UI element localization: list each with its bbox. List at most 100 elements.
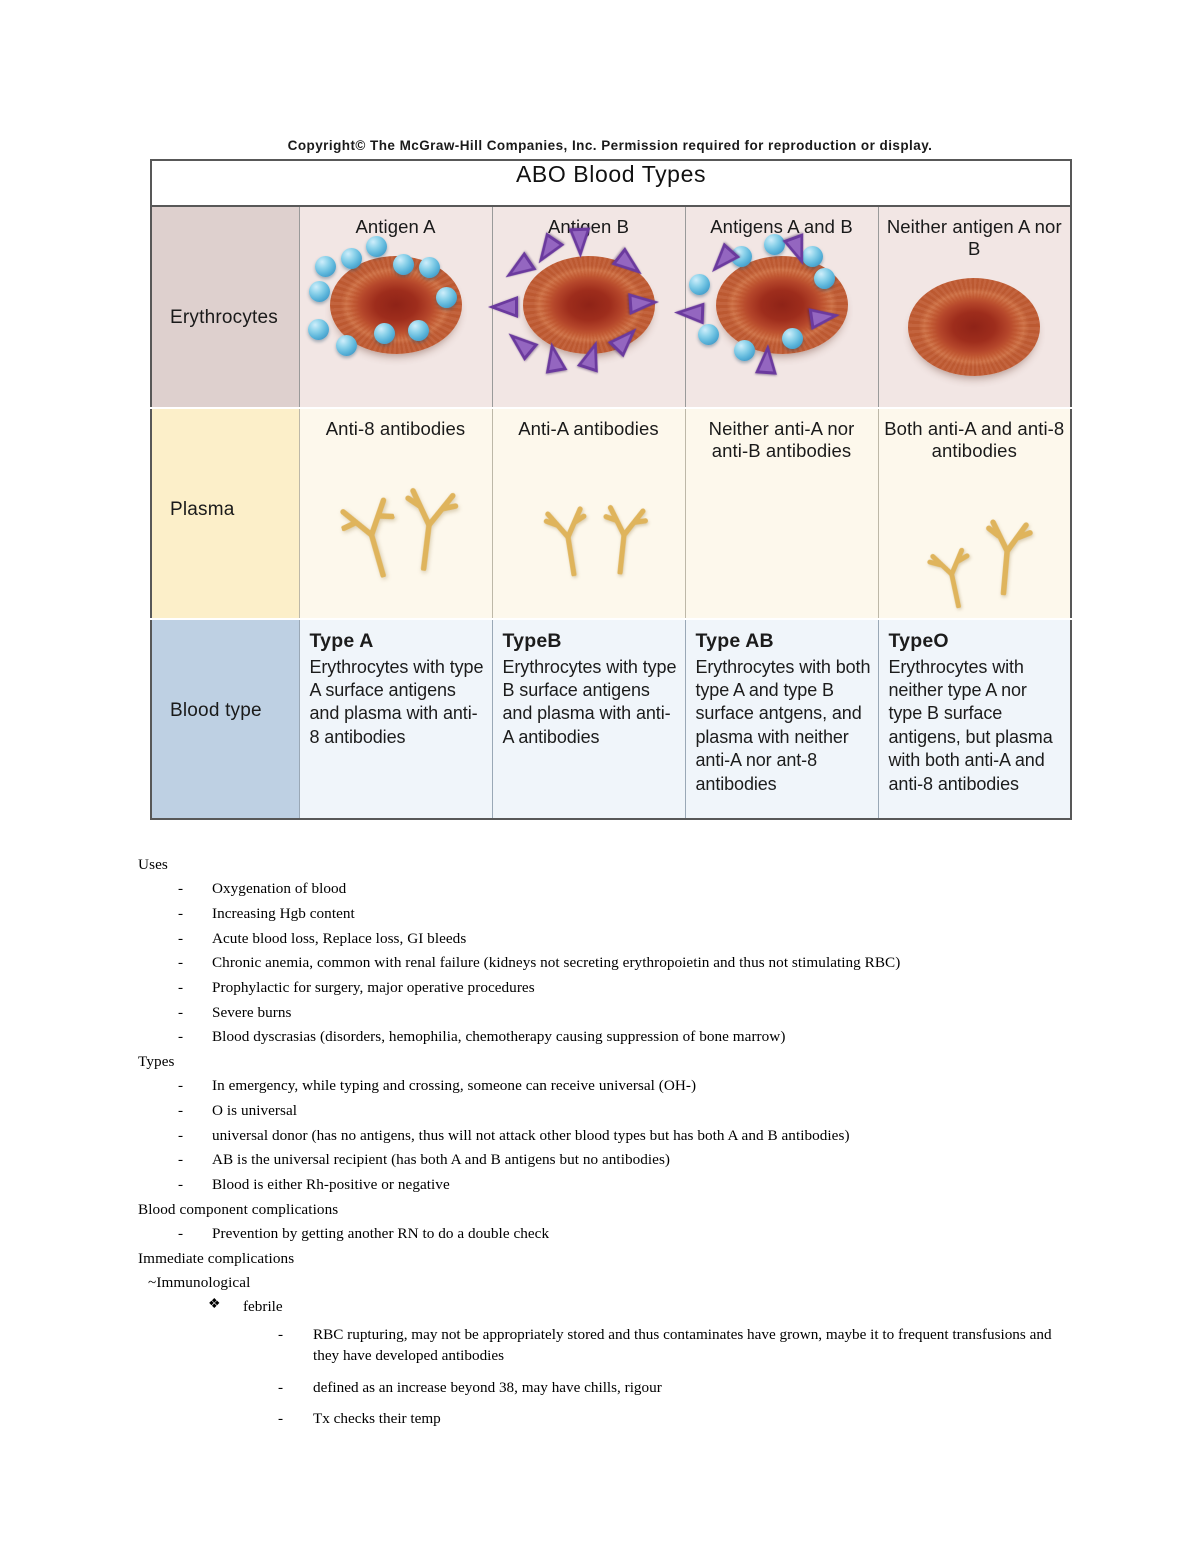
list-item-text: febrile	[243, 1298, 283, 1316]
antigen-b-cone-icon	[487, 295, 518, 318]
dash-bullet-icon: -	[178, 1003, 184, 1021]
antibody-illustration-type-o	[879, 468, 1071, 618]
plasma-row: Plasma Anti-8 antibodies	[151, 408, 1072, 620]
list-item-text: universal donor (has no antigens, thus w…	[212, 1126, 850, 1144]
row-label-plasma: Plasma	[170, 499, 235, 520]
table-title-row: ABO Blood Types	[151, 160, 1072, 207]
antigen-b-cone-icon	[627, 290, 660, 315]
dash-bullet-icon: -	[278, 1409, 284, 1427]
list-item: ❖ febrile	[138, 1298, 1078, 1316]
blood-type-description-b: Erythrocytes with type B surface antigen…	[502, 656, 677, 747]
blood-component-complications-list: -Prevention by getting another RN to do …	[138, 1226, 1078, 1241]
list-item-text: Tx checks their temp	[313, 1409, 441, 1427]
blood-type-title-b: TypeB	[502, 629, 562, 652]
antigen-b-cone-icon	[540, 340, 567, 374]
list-item-text: Blood is either Rh-positive or negative	[212, 1176, 450, 1194]
plasma-header-anti-b: Anti-8 antibodies	[325, 418, 466, 439]
antibody-illustration-type-a	[300, 446, 492, 596]
abo-blood-types-figure: Copyright© The McGraw-Hill Companies, In…	[150, 138, 1073, 820]
febrile-detail-list: - RBC rupturing, may not be appropriately…	[138, 1324, 1078, 1429]
notes-heading-types: Types	[138, 1053, 175, 1071]
erythrocyte-cell-type-b: Antigen B	[487, 206, 685, 409]
antigen-a-sphere-icon	[392, 253, 414, 281]
list-item: -Acute blood loss, Replace loss, GI blee…	[138, 929, 1078, 947]
antigen-b-cone-icon	[754, 343, 779, 375]
study-notes: Uses -Oxygenation of blood -Increasing H…	[138, 857, 1078, 1439]
erythrocyte-cell-type-ab: Antigens A and B	[673, 206, 878, 409]
list-item-text: Blood dyscrasias (disorders, hemophilia,…	[212, 1028, 786, 1046]
dash-bullet-icon: -	[178, 1126, 184, 1144]
antibody-y-icon	[538, 494, 596, 579]
rbc-illustration-type-b	[487, 227, 685, 374]
list-item: - Blood dyscrasias (disorders, hemophilia…	[138, 1029, 1078, 1044]
notes-heading-immediate-complications: Immediate complications	[138, 1249, 295, 1267]
list-item: - Prophylactic for surgery, major operati…	[138, 980, 1078, 995]
list-item-text: Acute blood loss, Replace loss, GI bleed…	[212, 929, 467, 947]
immunological-list: ❖ febrile	[138, 1298, 1078, 1316]
plasma-header-anti-a: Anti-A antibodies	[518, 418, 659, 439]
antigen-b-cone-icon	[808, 303, 841, 330]
list-item: -In emergency, while typing and crossing…	[138, 1078, 1078, 1093]
list-item-text: Chronic anemia, common with renal failur…	[212, 954, 901, 972]
row-label-blood-type-cell: Blood type	[151, 618, 299, 819]
plasma-header-neither: Neither anti-A nor anti-B antibodies	[708, 418, 855, 461]
antigen-a-sphere-icon	[781, 327, 803, 355]
erythrocyte-cell-type-a: Antigen A	[298, 206, 492, 409]
list-item-text: O is universal	[212, 1102, 298, 1120]
antigen-a-sphere-icon	[688, 273, 710, 301]
antigen-a-sphere-icon	[335, 334, 357, 362]
column-header-neither-antigen: Neither antigen A nor B	[886, 216, 1062, 259]
plasma-cell-type-a: Anti-8 antibodies	[298, 408, 492, 620]
antigen-a-sphere-icon	[813, 267, 835, 295]
antigen-a-sphere-icon	[733, 339, 755, 367]
blood-type-title-o: TypeO	[888, 629, 949, 652]
notes-heading-blood-component-complications: Blood component complications	[138, 1200, 339, 1218]
antibody-y-icon	[979, 508, 1036, 597]
dash-bullet-icon: -	[178, 1028, 184, 1046]
antigen-a-sphere-icon	[308, 280, 330, 308]
antigen-a-sphere-icon	[307, 318, 329, 346]
list-item: - RBC rupturing, may not be appropriately…	[138, 1324, 1078, 1367]
antigen-b-cone-icon	[567, 227, 592, 259]
dash-bullet-icon: -	[178, 1077, 184, 1095]
blood-type-row: Blood type Type A Erythrocytes with type…	[151, 618, 1072, 819]
antigen-a-sphere-icon	[435, 286, 457, 314]
dash-bullet-icon: -	[178, 880, 184, 898]
blood-type-description-a: Erythrocytes with type A surface antigen…	[309, 656, 484, 747]
list-item-text: defined as an increase beyond 38, may ha…	[313, 1378, 662, 1396]
antibody-y-icon	[332, 481, 409, 584]
dash-bullet-icon: -	[178, 1176, 184, 1194]
dash-bullet-icon: -	[178, 1225, 184, 1243]
blood-type-description-o: Erythrocytes with neither type A nor typ…	[888, 656, 1053, 794]
dash-bullet-icon: -	[178, 979, 184, 997]
antigen-b-cone-icon	[673, 301, 704, 325]
erythrocytes-row: Erythrocytes Antigen A	[151, 206, 1072, 409]
notes-heading-uses: Uses	[138, 856, 168, 873]
dash-bullet-icon: -	[278, 1325, 284, 1343]
rbc-illustration-type-ab	[673, 232, 878, 375]
list-item: - Tx checks their temp	[138, 1408, 1078, 1430]
rbc-illustration-type-a	[300, 235, 492, 370]
blood-type-cell-a: Type A Erythrocytes with type A surface …	[298, 618, 492, 819]
antibody-y-icon	[596, 493, 650, 577]
plasma-header-both: Both anti-A and anti-8 antibodies	[884, 418, 1065, 461]
list-item-text: RBC rupturing, may not be appropriately …	[313, 1325, 1052, 1365]
erythrocyte-disc-icon	[908, 277, 1041, 376]
dash-bullet-icon: -	[278, 1378, 284, 1396]
list-item: - defined as an increase beyond 38, may h…	[138, 1377, 1078, 1399]
antigen-a-sphere-icon	[763, 233, 785, 261]
column-header-antigen-b: Antigen B	[547, 216, 630, 237]
antigen-a-sphere-icon	[418, 256, 440, 284]
abo-blood-types-table: ABO Blood Types Erythrocytes Antigen A	[150, 159, 1073, 820]
list-item: -Increasing Hgb content	[138, 906, 1078, 921]
antigen-a-sphere-icon	[365, 235, 387, 263]
blood-type-cell-b: TypeB Erythrocytes with type B surface a…	[491, 618, 685, 819]
figure-title: ABO Blood Types	[151, 160, 1072, 207]
list-item-text: Increasing Hgb content	[212, 904, 355, 922]
row-label-erythrocytes-cell: Erythrocytes	[151, 206, 299, 409]
antigen-a-sphere-icon	[801, 245, 823, 273]
list-item-text: Prophylactic for surgery, major operativ…	[212, 979, 535, 997]
notes-subheading-immunological: ~Immunological	[148, 1273, 251, 1291]
antigen-a-sphere-icon	[697, 323, 719, 351]
list-item: -Oxygenation of blood	[138, 881, 1078, 896]
